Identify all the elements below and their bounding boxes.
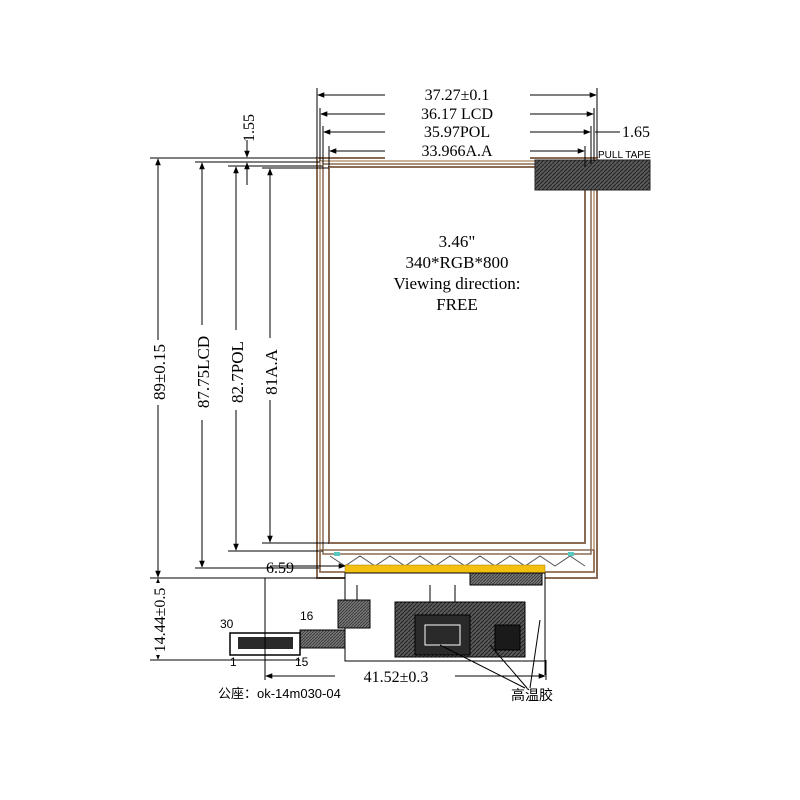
dim-fpc-height: 14.44±0.5 — [152, 588, 169, 653]
dim-aa-width: 33.966A.A — [421, 143, 493, 160]
connector-note: 公座：ok-14m030-04 — [218, 686, 341, 701]
fpc-highlight-strip — [344, 564, 546, 574]
viewing-direction-text: Viewing direction: — [394, 274, 521, 293]
pin-16-label: 16 — [300, 609, 314, 623]
polarizer-outline — [322, 163, 592, 555]
fpc-component-a — [337, 599, 371, 629]
dim-pol-height: 82.7POL — [228, 341, 247, 403]
lcd-glass-outline — [319, 160, 595, 573]
fpc — [299, 572, 546, 675]
viewing-value-text: FREE — [436, 295, 478, 314]
dim-offset-top: 1.55 — [241, 114, 258, 142]
pull-tape — [534, 159, 651, 191]
pin-15-label: 15 — [295, 655, 309, 669]
dim-fpc-length: 41.52±0.3 — [364, 669, 429, 686]
dim-lcd-width: 36.17 LCD — [421, 106, 493, 123]
module-outline — [316, 157, 598, 579]
dim-aa-height: 81A.A — [262, 348, 281, 395]
fpc-component-b — [494, 624, 521, 651]
pull-tape-label: PULL TAPE — [598, 150, 651, 161]
dim-outline-height: 89±0.15 — [150, 344, 169, 400]
dim-pol-width: 35.97POL — [424, 124, 490, 141]
dim-lcd-height: 87.75LCD — [194, 336, 213, 408]
pin-1-label: 1 — [230, 655, 237, 669]
fpc-chip — [414, 614, 471, 656]
left-dimensions — [150, 140, 345, 661]
resolution-text: 340*RGB*800 — [406, 253, 509, 272]
panel-size-text: 3.46" — [439, 232, 476, 251]
dim-outline-width: 37.27±0.1 — [425, 87, 490, 104]
bonding-area — [319, 549, 595, 574]
dim-tape-offset: 1.65 — [622, 124, 650, 141]
high-temp-tape-label: 高温胶 — [511, 687, 553, 703]
dim-fpc-offset: 6.59 — [266, 560, 294, 577]
active-area-outline — [328, 166, 586, 544]
module-body — [316, 157, 598, 579]
pin-30-label: 30 — [220, 617, 234, 631]
